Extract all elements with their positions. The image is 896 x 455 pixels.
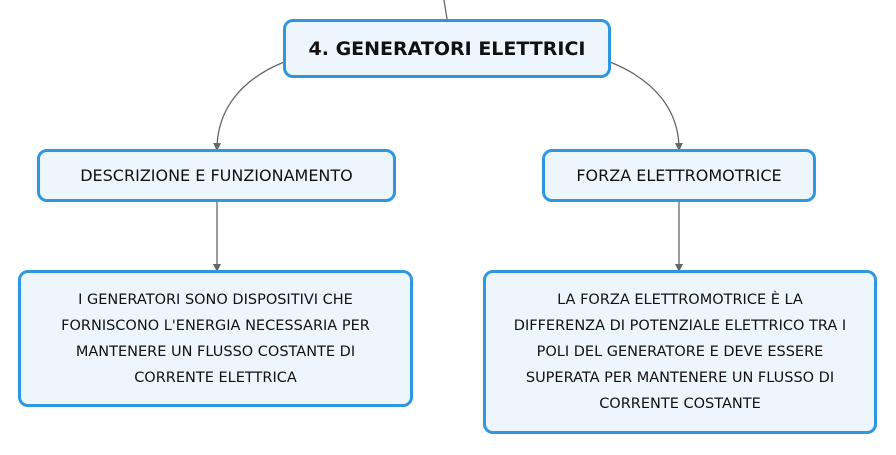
subtopic-forza[interactable]: FORZA ELETTROMOTRICE bbox=[542, 149, 816, 202]
detail-forza-text: LA FORZA ELETTROMOTRICE È LA DIFFERENZA … bbox=[513, 292, 847, 412]
root-title: 4. GENERATORI ELETTRICI bbox=[308, 37, 586, 60]
root-node[interactable]: 4. GENERATORI ELETTRICI bbox=[283, 19, 611, 78]
connector-root-to-right bbox=[609, 61, 683, 151]
subtopic-forza-title: FORZA ELETTROMOTRICE bbox=[576, 166, 782, 185]
detail-descrizione[interactable]: I GENERATORI SONO DISPOSITIVI CHE FORNIS… bbox=[18, 270, 413, 407]
detail-forza[interactable]: LA FORZA ELETTROMOTRICE È LA DIFFERENZA … bbox=[483, 270, 877, 434]
incoming-connector bbox=[443, 0, 448, 20]
detail-descrizione-text: I GENERATORI SONO DISPOSITIVI CHE FORNIS… bbox=[61, 291, 370, 386]
connector-root-to-left bbox=[213, 61, 285, 151]
subtopic-descrizione-title: DESCRIZIONE E FUNZIONAMENTO bbox=[80, 166, 353, 185]
subtopic-descrizione[interactable]: DESCRIZIONE E FUNZIONAMENTO bbox=[37, 149, 396, 202]
